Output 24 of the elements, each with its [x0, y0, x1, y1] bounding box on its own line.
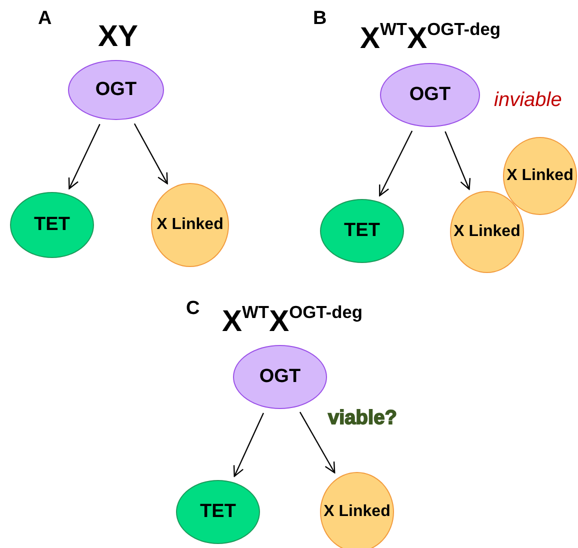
arrow [299, 412, 336, 474]
node-label: OGT [409, 84, 451, 106]
genotype-label: X$^{WT}$X$^{OGT-deg}$ [222, 305, 363, 339]
arrow [444, 131, 471, 190]
node-label: TET [200, 500, 236, 524]
arrow [134, 123, 168, 184]
node-label: X Linked [454, 222, 520, 242]
arrow [233, 412, 264, 477]
node-label: OGT [95, 78, 137, 102]
panel-letter: C [186, 298, 200, 320]
node-label: OGT [259, 366, 301, 388]
genotype-label: X$^{WT}$X$^{OGT-deg}$ [360, 22, 501, 56]
arrow [379, 130, 413, 196]
node-label: X Linked [506, 166, 574, 186]
node-label: TET [344, 220, 380, 242]
node-label: X Linked [156, 215, 224, 235]
outcome-label: inviable [494, 89, 562, 112]
panel-letter: B [313, 8, 327, 30]
panel-letter: A [38, 8, 52, 30]
outcome-label: viable? [328, 407, 397, 430]
arrow [68, 124, 100, 190]
node-label: TET [34, 214, 70, 236]
genotype-label: XY [98, 20, 138, 54]
node-label: X Linked [324, 502, 390, 522]
